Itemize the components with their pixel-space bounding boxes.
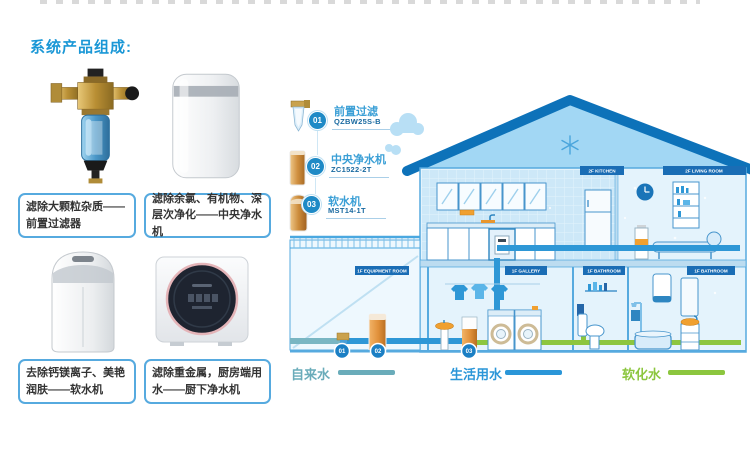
divider <box>332 129 392 130</box>
room-label-bar <box>687 266 735 275</box>
cropped-text-top <box>40 0 700 4</box>
product-label-text: 滤除重金属，厨房端用水——厨下净水机 <box>152 367 262 396</box>
device-model: QZBW25S-B <box>334 117 381 126</box>
page-title: 系统产品组成: <box>30 39 132 56</box>
legend-label-domestic-water: 生活用水 <box>450 367 503 382</box>
kitchen-counter <box>426 222 556 229</box>
bin <box>577 304 584 316</box>
roof <box>402 95 750 176</box>
undersink-purifier-product-image <box>155 256 249 346</box>
water-heater <box>652 273 672 303</box>
product-label-central-purifier: 滤除余氯、有机物、深层次净化——中央净水机 <box>144 193 271 238</box>
pipe-marker-num: 03 <box>466 349 473 355</box>
faucet-icon <box>489 214 495 223</box>
product-label-softener: 去除钙镁离子、美艳润肤——软水机 <box>18 359 136 404</box>
washing-machines <box>487 306 542 351</box>
legend-line-tap-water <box>338 370 395 375</box>
device-model: ZC1522-2T <box>331 165 372 174</box>
clock-icon <box>636 183 654 201</box>
railing <box>290 235 420 249</box>
bathroom-shelf <box>585 282 617 292</box>
product-label-prefilter: 滤除大颗粒杂质——前置过滤器 <box>18 193 136 238</box>
shower <box>631 302 642 336</box>
device-badge-03: 03 <box>302 195 321 214</box>
product-label-text: 去除钙镁离子、美艳润肤——软水机 <box>26 367 125 396</box>
kitchen-cabinets <box>436 182 547 211</box>
connector-line <box>315 178 316 194</box>
device-name: 软水机 <box>328 196 361 208</box>
room-label: 1F BATHROOM <box>587 269 621 274</box>
device-badge-num: 02 <box>311 162 320 171</box>
bathtub <box>634 330 672 350</box>
pipe-marker-num: 02 <box>375 349 382 355</box>
mirror <box>680 277 699 317</box>
prefilter-product-image <box>50 68 140 184</box>
legend-label-softened-water: 软化水 <box>622 367 662 382</box>
room-label: 2F KITCHEN <box>588 169 616 174</box>
snowflake-icon <box>561 135 579 155</box>
device-name: 中央净水机 <box>331 154 386 166</box>
pipe-2f-run <box>497 245 740 251</box>
counter-item <box>481 220 495 223</box>
room-label: 1F EQUIPMENT ROOM <box>357 269 407 274</box>
ground-line <box>290 350 746 353</box>
device-name: 前置过滤 <box>334 106 378 118</box>
hanging-clothes <box>445 283 540 300</box>
water-dispenser <box>634 225 649 260</box>
divider <box>326 218 386 219</box>
device-badge-01: 01 <box>308 111 327 130</box>
fridge <box>584 189 612 249</box>
room-label-bar <box>355 266 409 275</box>
room-label-bar <box>663 166 746 175</box>
pipe-marker-num: 01 <box>339 349 346 355</box>
room-label-bar <box>580 166 624 175</box>
softener-product-image <box>51 251 115 353</box>
equipment-room <box>289 239 421 351</box>
divider <box>329 177 389 178</box>
pipe-soft-water <box>477 340 741 345</box>
central-purifier-icon <box>289 150 306 186</box>
room-label: 1F BATHROOM <box>694 269 728 274</box>
cloud-icon <box>385 113 424 155</box>
central-purifier-product-image <box>172 73 240 179</box>
device-badge-num: 01 <box>313 116 322 125</box>
roof-gable <box>415 102 747 168</box>
device-model: MST14-1T <box>328 206 366 215</box>
device-badge-num: 03 <box>307 200 316 209</box>
kitchen-hood <box>459 209 475 216</box>
room-label-bar <box>505 266 547 275</box>
product-label-text: 滤除余氯、有机物、深层次净化——中央净水机 <box>152 192 262 238</box>
pipe-domestic-water <box>342 338 464 344</box>
legend-line-domestic-water <box>505 370 562 375</box>
floor-slab <box>419 259 747 268</box>
connector-line <box>317 131 318 155</box>
prefilter-icon <box>290 100 310 132</box>
legend-line-softened-water <box>668 370 725 375</box>
legend-label-tap-water: 自来水 <box>291 367 331 382</box>
product-label-text: 滤除大颗粒杂质——前置过滤器 <box>26 201 125 230</box>
pipe-marker-03 <box>460 342 478 360</box>
bookshelf <box>672 181 700 229</box>
toilet <box>577 313 605 350</box>
house-diagram: 2F KITCHEN 2F LIVING ROOM 1F EQUIPMENT R… <box>289 95 750 360</box>
pipe-marker-01 <box>333 342 351 360</box>
room-label: 2F LIVING ROOM <box>685 169 723 174</box>
product-label-undersink: 滤除重金属，厨房端用水——厨下净水机 <box>144 359 271 404</box>
device-badge-02: 02 <box>306 157 325 176</box>
room-label-bar <box>583 266 625 275</box>
pipe-marker-02 <box>369 342 387 360</box>
towel <box>631 310 640 321</box>
vanity-sink <box>680 315 700 351</box>
under-sink-cabinet <box>488 228 516 261</box>
room-label: 1F GALLERY <box>512 269 540 274</box>
central-purifier-unit <box>368 313 387 353</box>
pipe-tap-water <box>290 338 342 344</box>
